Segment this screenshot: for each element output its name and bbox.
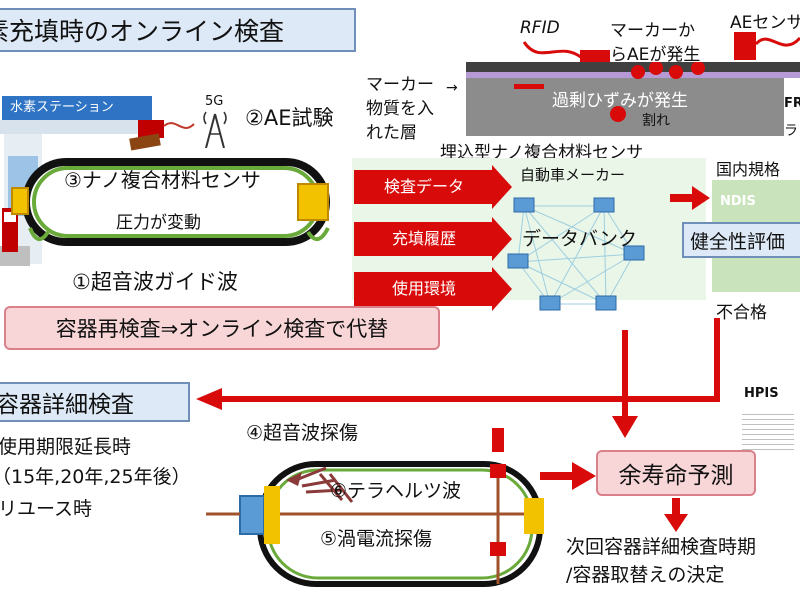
composite-layer-cross-section [466, 62, 800, 136]
terahertz-label: ⑥テラヘルツ波 [330, 480, 462, 502]
to-detailed-arrowhead [196, 388, 222, 410]
marker-layer-arrow: → [446, 80, 458, 96]
hpis-label: HPIS [744, 386, 779, 401]
life-prediction-text: 余寿命予測 [618, 463, 734, 489]
automaker-label: 自動車メーカー [520, 166, 626, 184]
hydrogen-tank-top [11, 158, 330, 246]
hydrogen-tank-bottom [206, 428, 544, 587]
marker-layer-label-1: マーカー [366, 75, 434, 95]
connector-vertical-right [714, 318, 720, 400]
domestic-standard-label: 国内規格 [716, 160, 781, 179]
excess-strain-label: 過剰ひずみが発生 [552, 91, 688, 111]
antenna-tower-icon [203, 111, 227, 148]
usage-env-arrow: 使用環境 [354, 267, 514, 311]
hydrogen-station-illustration: 水素ステーション [0, 96, 160, 266]
replace-inspection-box: 容器再検査⇒オンライン検査で代替 [4, 306, 440, 350]
page-title: 素充填時のオンライン検査 [0, 8, 356, 52]
station-banner: 水素ステーション [2, 96, 152, 120]
connector-horizontal-left [220, 396, 720, 402]
marker-layer-label-2: 物質を入 [366, 99, 434, 119]
detailed-inspection-text: 容器詳細検査 [0, 392, 134, 418]
inspection-data-label: 検査データ [383, 177, 464, 196]
years-label: （15年,20年,25年後） [0, 466, 191, 488]
ultrasonic-guided-label: ①超音波ガイド波 [72, 270, 238, 294]
ultrasonic-flaw-label: ④超音波探傷 [246, 422, 359, 444]
health-eval-text: 健全性評価 [690, 230, 786, 253]
5g-label: 5G [205, 94, 224, 109]
ra-label: ラ [784, 123, 798, 139]
detailed-inspection-box: 容器詳細検査 [0, 382, 190, 422]
filling-history-label: 充填履歴 [391, 229, 456, 248]
marker-layer-label-3: れた層 [366, 123, 417, 143]
to-prediction-arrowhead [612, 416, 638, 438]
to-decision-arrow [664, 498, 688, 532]
inspection-data-arrow: 検査データ [354, 165, 514, 209]
pressure-change-label: 圧力が変動 [116, 213, 201, 233]
crack-label: 割れ [642, 113, 670, 129]
replace-inspection-text: 容器再検査⇒オンライン検査で代替 [55, 317, 389, 341]
ndis-label: NDIS [720, 194, 756, 209]
filling-history-arrow: 充填履歴 [354, 217, 514, 261]
rfid-label: RFID [520, 18, 560, 38]
decision-label-1: 次回容器詳細検査時期 [566, 536, 757, 558]
eddy-current-label: ⑤渦電流探傷 [320, 528, 433, 550]
reuse-label: リユース時 [0, 498, 93, 520]
ae-test-label: ②AE試験 [245, 106, 334, 130]
ae-sensor-icon [129, 120, 195, 151]
ae-sensor-block-icon [734, 32, 800, 60]
page-title-text: 素充填時のオンライン検査 [0, 17, 285, 46]
connector-vertical-center [622, 330, 628, 418]
ae-sensor-label: AEセンサ [730, 13, 800, 33]
hpis-text-lines [742, 410, 794, 450]
extension-label: 使用期限延長時 [0, 436, 132, 458]
life-prediction-box: 余寿命予測 [596, 450, 756, 496]
marker-ae-label-1: マーカーか [610, 21, 695, 41]
databank-label: データバンク [522, 228, 637, 250]
decision-label-2: /容器取替えの決定 [566, 564, 725, 586]
to-standards-arrow [670, 186, 710, 210]
nano-sensor-label: ③ナノ複合材料センサ [64, 168, 261, 192]
fr-label: FR [784, 96, 800, 111]
databank-network [507, 197, 645, 311]
usage-env-label: 使用環境 [391, 279, 456, 298]
fail-label: 不合格 [716, 303, 767, 323]
health-eval-box: 健全性評価 [682, 222, 800, 258]
marker-ae-label-2: らAEが発生 [610, 45, 701, 65]
to-life-prediction-arrow [540, 462, 596, 490]
